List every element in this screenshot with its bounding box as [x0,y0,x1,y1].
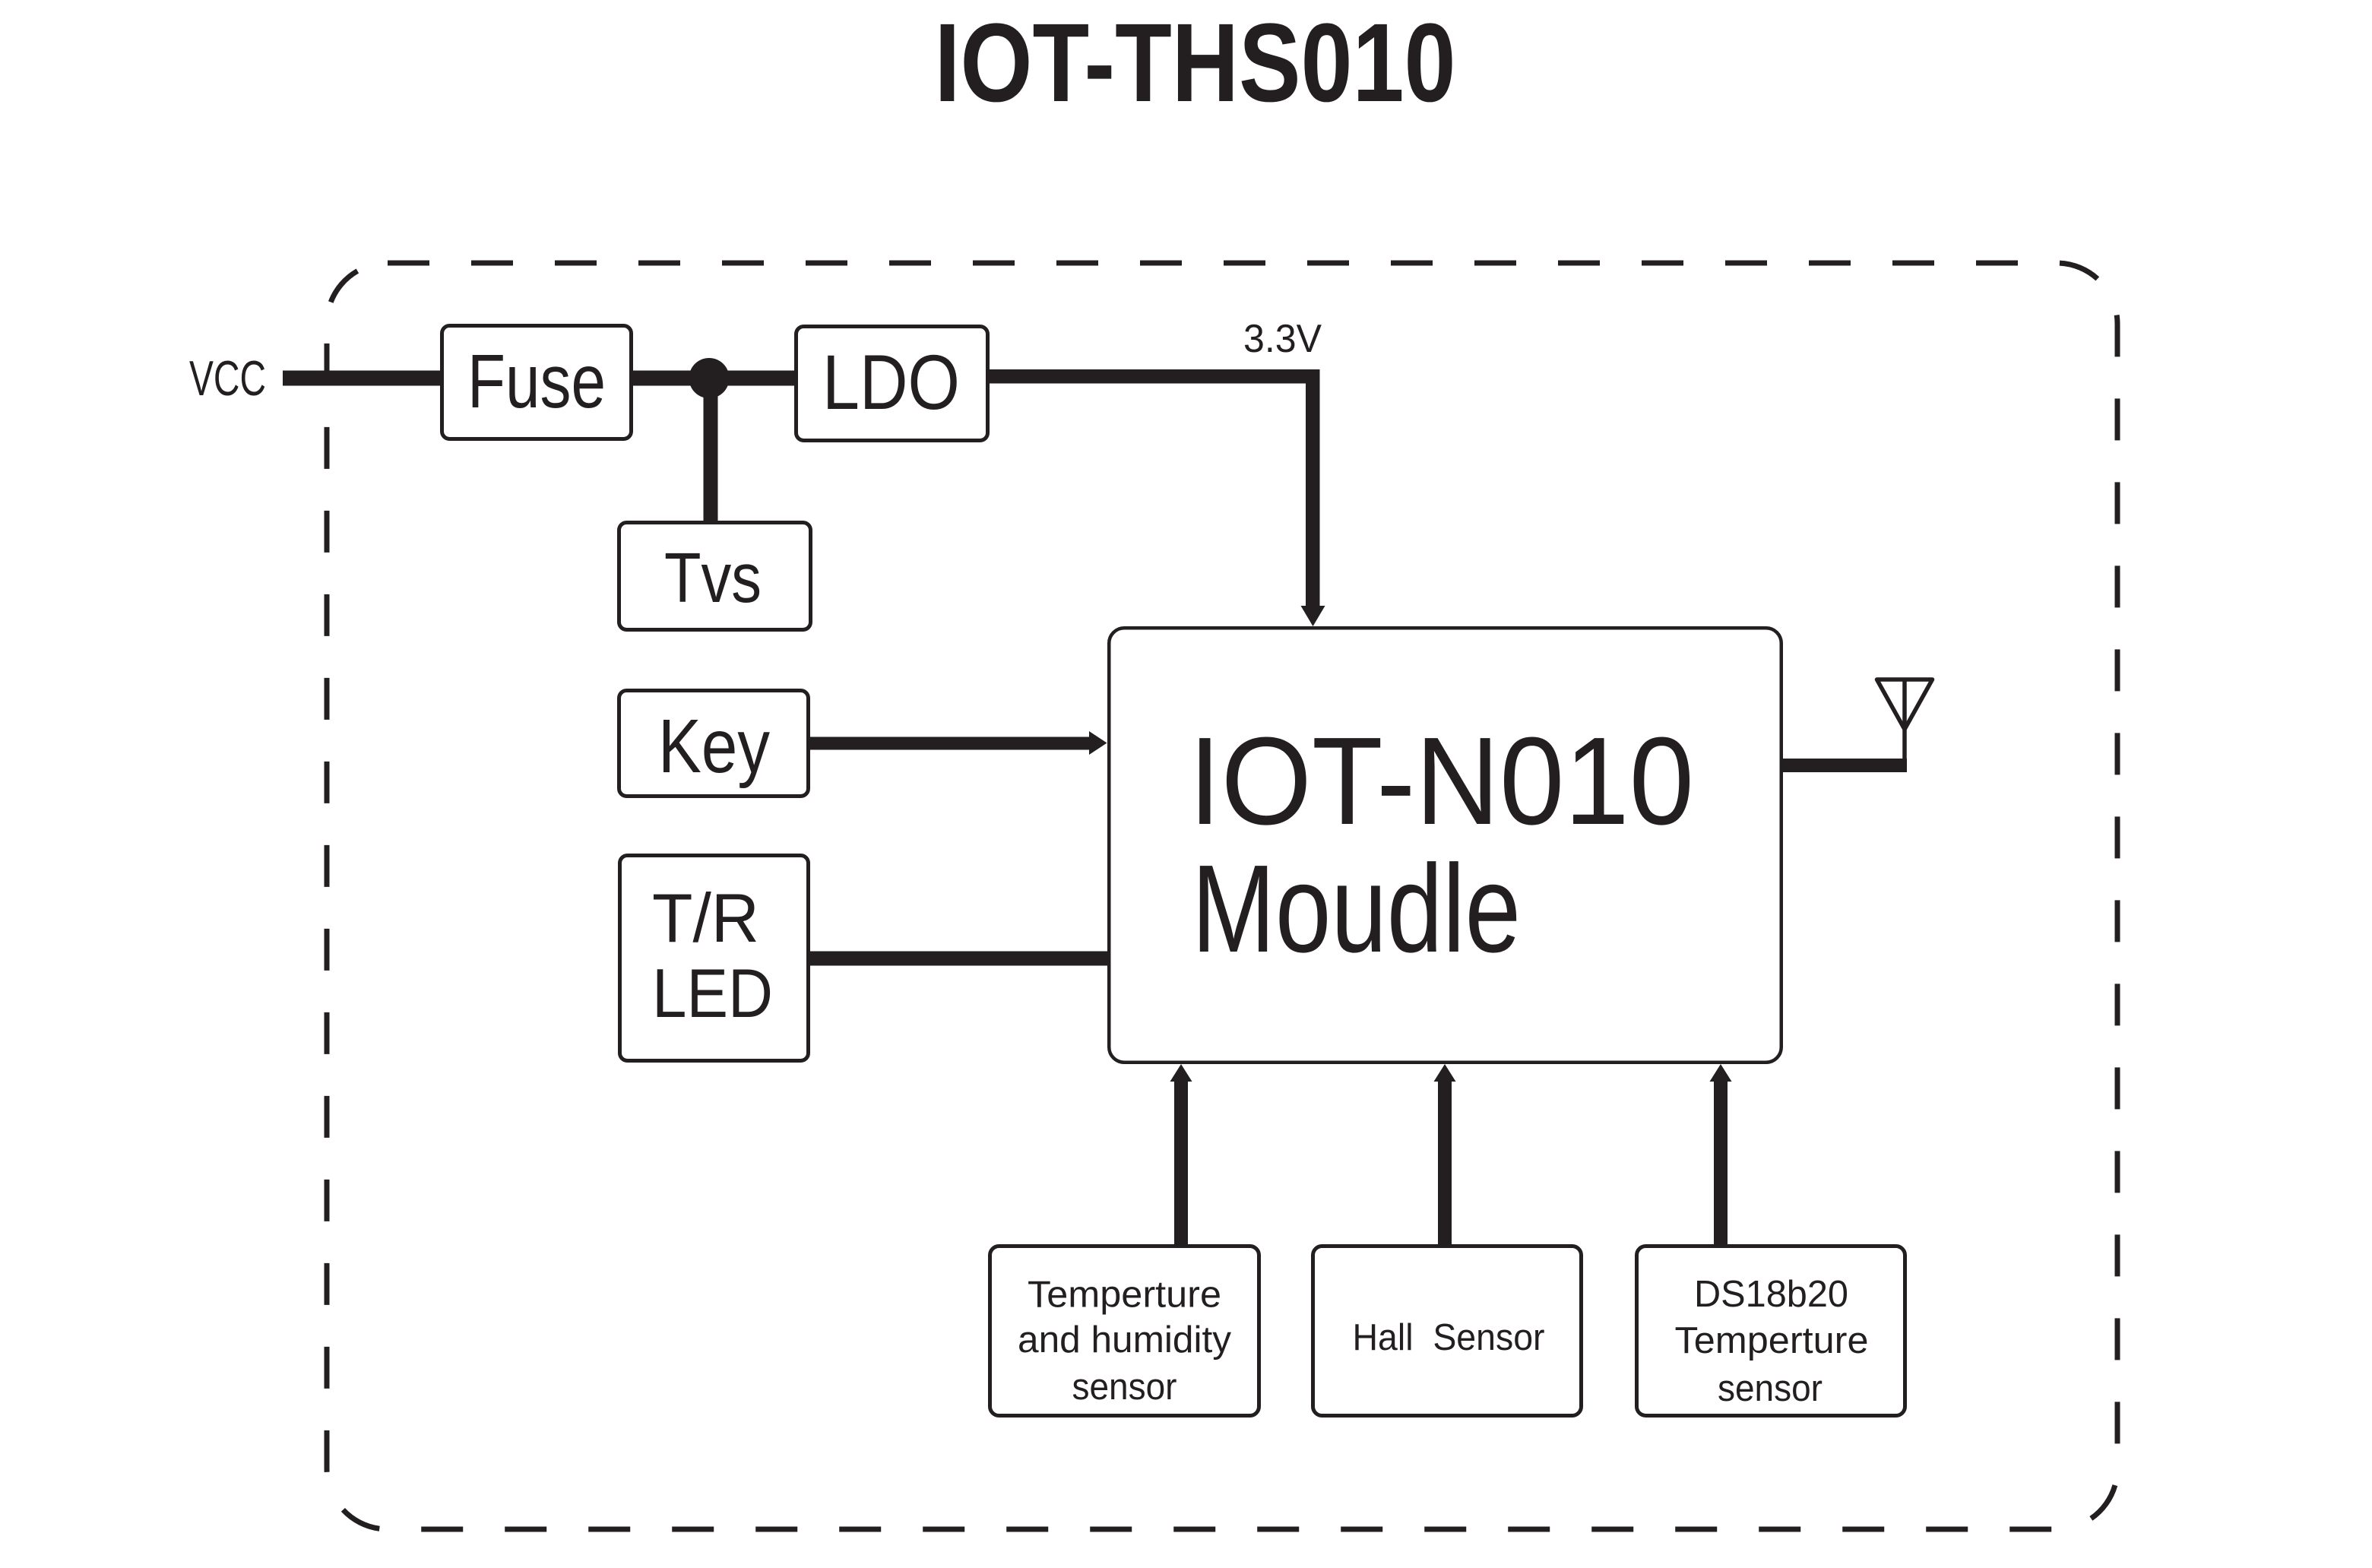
svg-text:DS18b20: DS18b20 [1694,1274,1848,1315]
svg-text:Hall Sensor: Hall Sensor [1353,1317,1545,1358]
svg-text:Key: Key [658,704,770,789]
svg-text:Temperture: Temperture [1675,1320,1869,1361]
svg-text:LED: LED [652,955,773,1032]
svg-text:IOT-N010: IOT-N010 [1189,711,1694,851]
svg-text:LDO: LDO [822,339,960,426]
svg-text:IOT-THS010: IOT-THS010 [935,1,1456,125]
svg-text:Moudle: Moudle [1192,839,1521,978]
svg-text:3.3V: 3.3V [1243,317,1322,361]
svg-text:Tvs: Tvs [664,538,762,617]
svg-text:sensor: sensor [1718,1368,1823,1409]
svg-text:Temperture: Temperture [1028,1275,1221,1316]
svg-text:VCC: VCC [189,350,266,406]
svg-text:T/R: T/R [652,880,759,957]
svg-text:and humidity: and humidity [1018,1319,1232,1361]
svg-text:Fuse: Fuse [467,339,606,424]
svg-text:sensor: sensor [1072,1367,1177,1408]
